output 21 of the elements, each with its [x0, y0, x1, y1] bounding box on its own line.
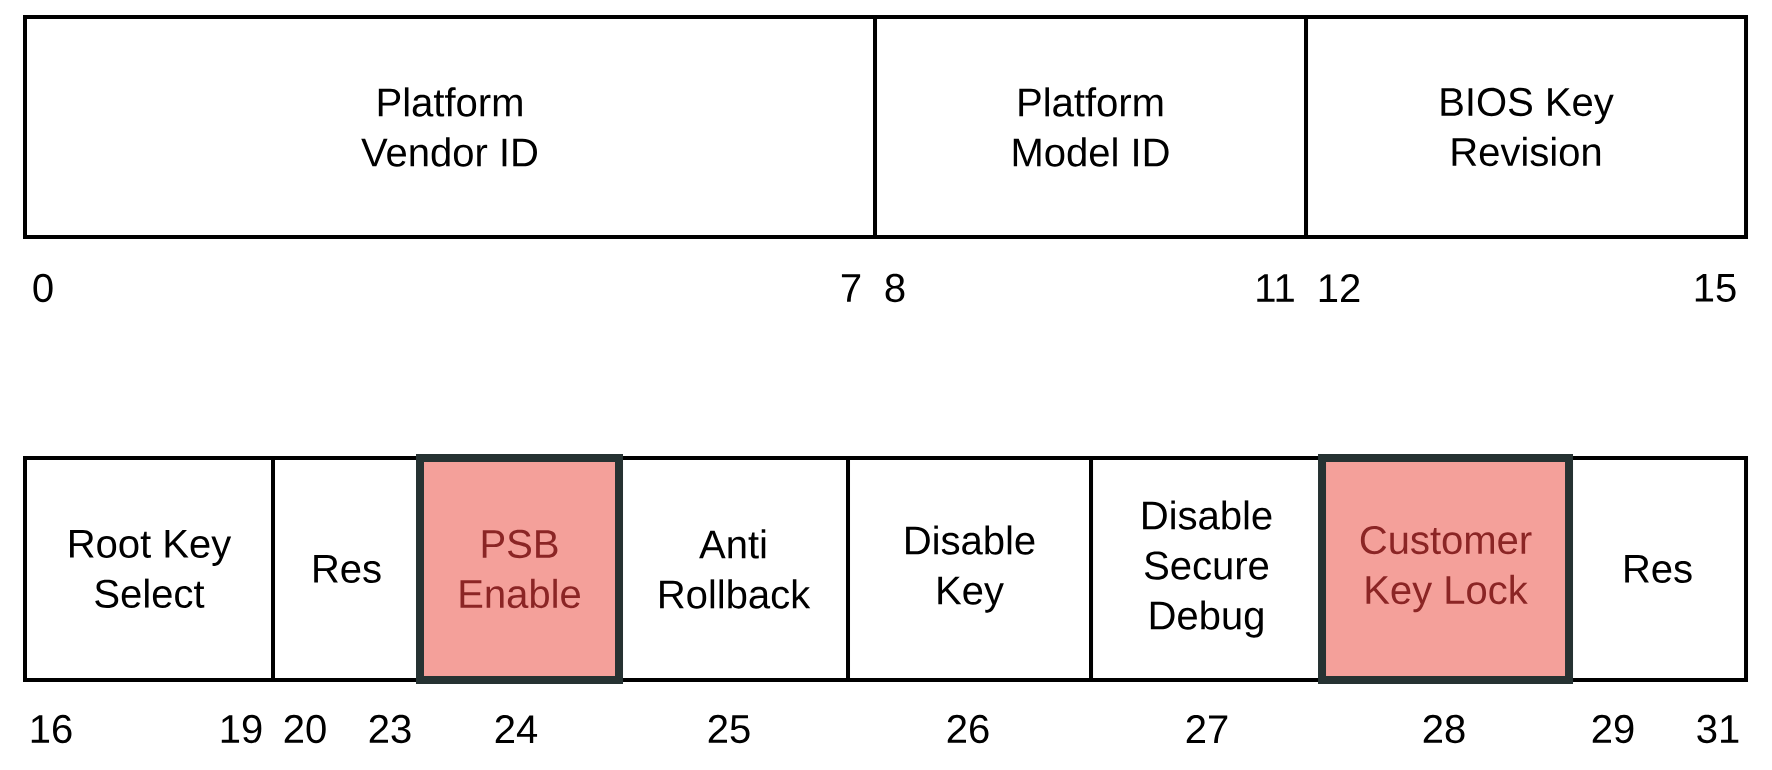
bit-number: 26 [947, 714, 989, 744]
bit-number: 7 [841, 274, 861, 302]
bit-number: 20 [284, 714, 326, 744]
bit-number: 12 [1319, 274, 1360, 302]
bit-number: 28 [1423, 714, 1465, 744]
bit-number: 24 [495, 715, 538, 743]
field-cell: Platform Vendor ID [23, 15, 877, 239]
bit-number: 11 [1257, 274, 1294, 302]
bit-number: 19 [221, 714, 262, 744]
field-cell: BIOS Key Revision [1304, 15, 1748, 239]
field-cell: Disable Key [846, 456, 1093, 682]
field-cell: Platform Model ID [873, 15, 1308, 239]
bit-number: 15 [1695, 274, 1736, 302]
highlighted-field-cell: PSB Enable [416, 454, 623, 684]
bit-number: 8 [885, 273, 905, 303]
bit-number: 25 [708, 714, 750, 744]
field-cell: Root Key Select [23, 456, 275, 682]
bit-number: 23 [369, 714, 411, 744]
highlighted-field-cell: Customer Key Lock [1318, 454, 1573, 684]
bit-number: 29 [1592, 714, 1634, 744]
bit-number: 27 [1186, 715, 1228, 743]
